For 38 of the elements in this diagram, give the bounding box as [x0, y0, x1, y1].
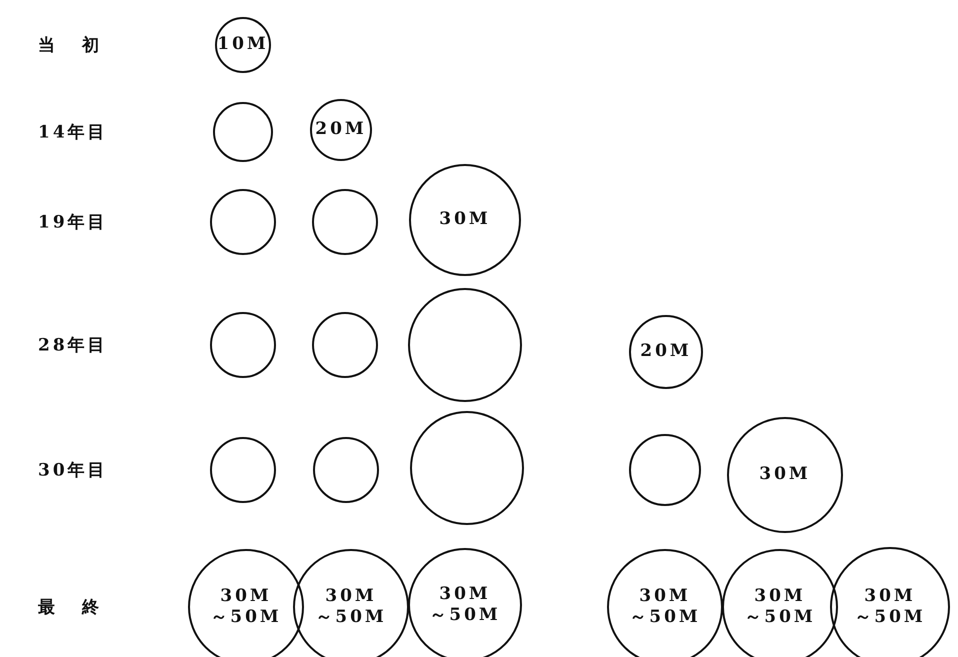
circle [830, 547, 950, 657]
circle [310, 99, 372, 161]
circle-label: 10M [217, 34, 269, 56]
circle [722, 549, 838, 657]
circle-label: 20M [315, 119, 367, 141]
circle [629, 434, 701, 506]
circle-label: 30M ～50M [314, 586, 388, 628]
row-label: 28年目 [38, 334, 108, 356]
circle-label: 30M ～50M [853, 586, 927, 628]
circle-label: 30M [439, 209, 491, 231]
circle-label: 20M [640, 341, 692, 363]
circle-label: 30M ～50M [209, 586, 283, 628]
row-label: 14年目 [38, 122, 108, 144]
circle [408, 288, 522, 402]
circle [210, 437, 276, 503]
circle-label: 30M [759, 464, 811, 486]
circle [629, 315, 703, 389]
row-label: 当初 [38, 34, 126, 56]
circle [312, 312, 378, 378]
circle [410, 411, 524, 525]
circle-label: 30M ～50M [628, 586, 702, 628]
circle [215, 17, 271, 73]
circle [408, 548, 522, 657]
circle [188, 549, 304, 657]
circle [409, 164, 521, 276]
circle [607, 549, 723, 657]
circle [210, 312, 276, 378]
circle [312, 189, 378, 255]
circle [313, 437, 379, 503]
circle-label: 30M ～50M [743, 586, 817, 628]
row-label: 30年目 [38, 460, 108, 482]
circle [210, 189, 276, 255]
circle [293, 549, 409, 657]
row-label: 19年目 [38, 212, 108, 234]
circle [727, 417, 843, 533]
circle-label: 30M ～50M [428, 584, 502, 626]
row-label: 最終 [38, 596, 126, 618]
circle [213, 102, 273, 162]
